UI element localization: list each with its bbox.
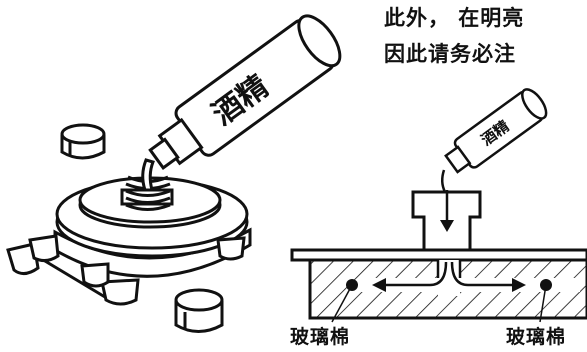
glass-wool-label-right: 玻璃棉 xyxy=(506,326,567,348)
leader-line-left xyxy=(331,284,353,323)
flow-arrow-right-head xyxy=(512,278,526,292)
flow-arrow-left xyxy=(382,261,448,287)
balance-base xyxy=(6,175,252,306)
flow-arrow-left-head xyxy=(372,278,386,292)
alcohol-stream xyxy=(141,158,155,192)
glass-wool-label-left: 玻璃棉 xyxy=(290,326,351,348)
weight-cylinder-bottom xyxy=(174,288,224,333)
caption-line-1: 此外， 在明亮 xyxy=(384,6,525,30)
alcohol-drip xyxy=(441,169,447,193)
weight-cylinder-top xyxy=(60,123,106,160)
alcohol-bottle-large xyxy=(148,14,342,170)
leader-line-right xyxy=(539,284,547,323)
down-arrow-head xyxy=(440,220,454,232)
flow-arrow-right xyxy=(450,261,516,287)
caption-line-2: 因此请务必注 xyxy=(384,42,516,66)
small-bottle xyxy=(444,88,548,174)
